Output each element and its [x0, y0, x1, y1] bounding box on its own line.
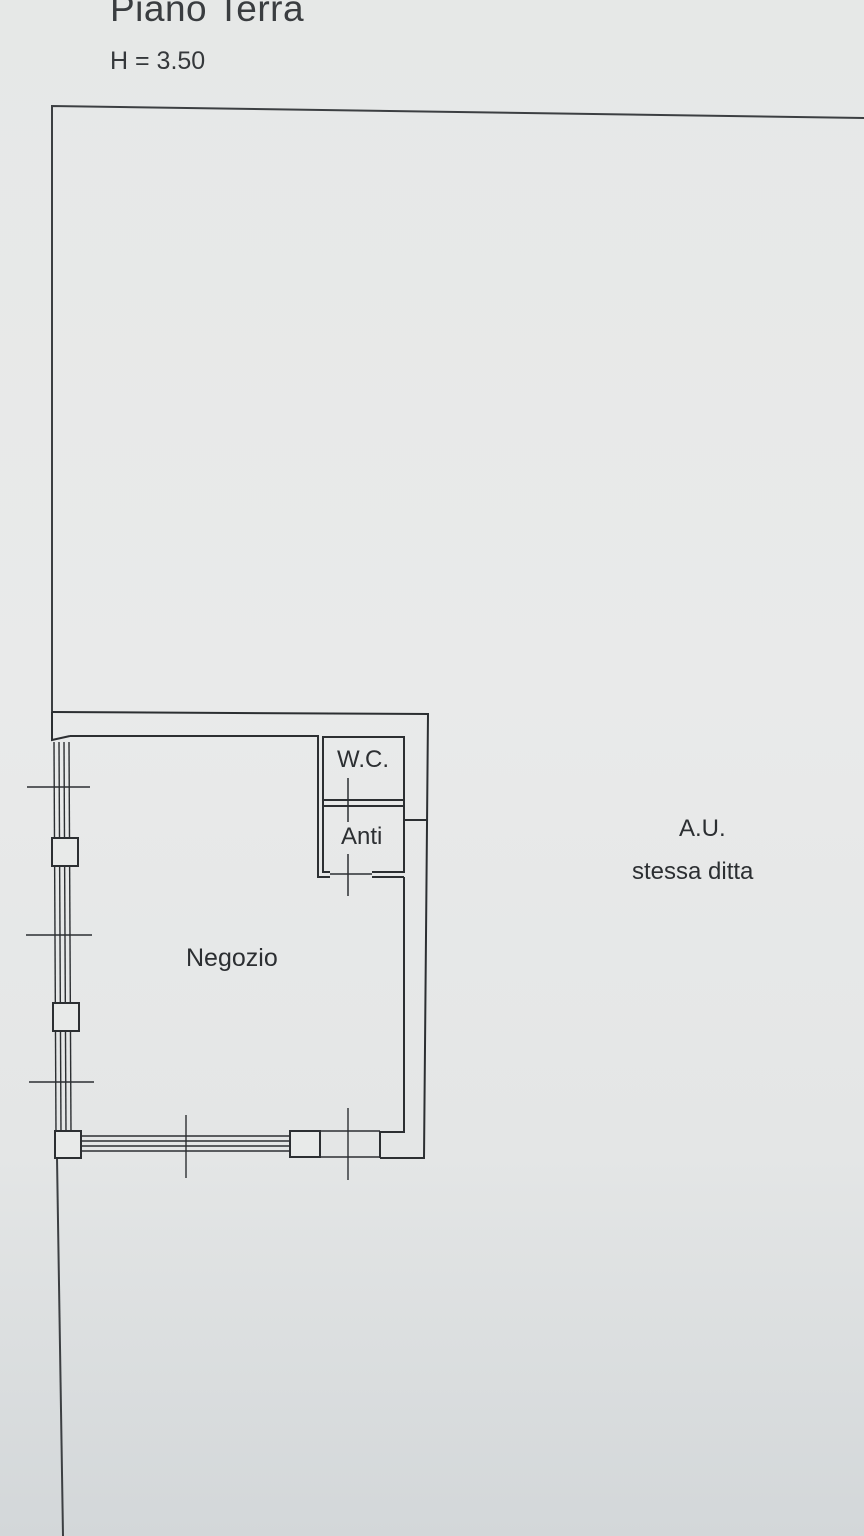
room-label-shop: Negozio	[186, 944, 278, 972]
bathroom-partitions	[318, 736, 405, 878]
bottom-window-band	[81, 1108, 380, 1180]
floor-title: Piano Terra	[110, 0, 305, 29]
left-window-band	[26, 741, 94, 1135]
pillars	[51, 837, 321, 1159]
room-label-anti: Anti	[341, 823, 382, 850]
property-boundary	[51, 104, 864, 1536]
shop-walls	[51, 711, 430, 1159]
ceiling-height-label: H = 3.50	[110, 47, 206, 75]
door-marks	[330, 778, 372, 896]
adjacent-unit-code: A.U.	[679, 815, 726, 842]
adjacent-unit-owner: stessa ditta	[632, 858, 754, 885]
room-label-wc: W.C.	[337, 746, 389, 773]
